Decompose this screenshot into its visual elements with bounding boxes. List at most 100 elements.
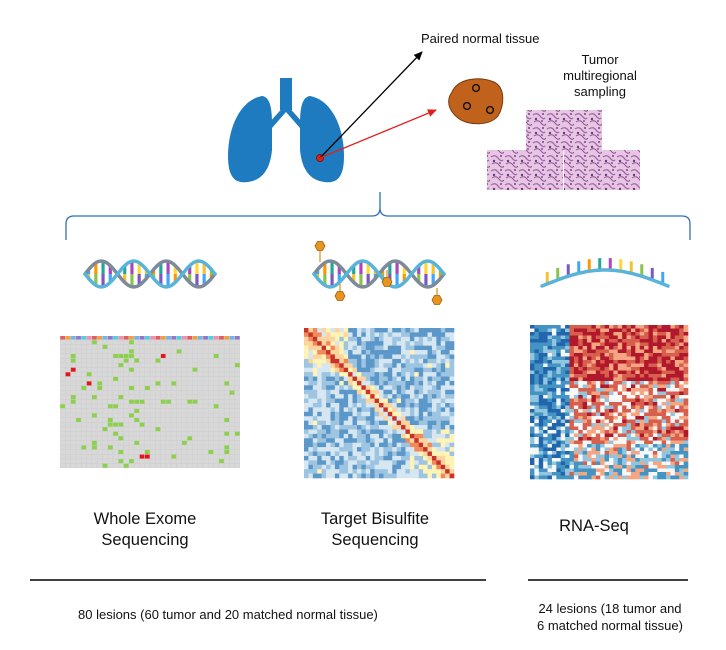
expression-cell: [613, 405, 619, 410]
expression-cell: [626, 465, 632, 469]
heatmap-cell: [440, 341, 446, 346]
heatmap-cell: [304, 345, 309, 351]
heatmap-cell: [343, 429, 349, 435]
mutation-cell: [113, 367, 118, 372]
mutation-cell: [65, 459, 71, 464]
mutation-cell: [76, 344, 81, 349]
expression-cell: [578, 472, 583, 476]
heatmap-cell: [334, 407, 340, 413]
expression-cell: [657, 328, 662, 333]
expression-cell: [617, 332, 623, 336]
heatmap-cell: [339, 376, 345, 382]
sample-annotation-cell: [171, 336, 177, 340]
mutation-cell: [76, 372, 81, 377]
mutation-cell: [192, 408, 198, 413]
mutation-cell: [235, 340, 240, 345]
expression-cell: [626, 332, 632, 336]
mutation-cell: [76, 404, 81, 409]
heatmap-cell: [348, 411, 353, 417]
expression-cell: [591, 419, 597, 424]
expression-cell: [622, 472, 627, 476]
expression-cell: [560, 346, 566, 350]
mutation-cell: [102, 395, 108, 400]
heatmap-cell: [440, 332, 446, 338]
heatmap-cell: [330, 394, 336, 399]
mutation-cell: [203, 427, 208, 432]
heatmap-cell: [392, 385, 397, 391]
expression-cell: [573, 433, 579, 438]
expression-cell: [591, 409, 597, 413]
heatmap-cell: [339, 420, 345, 426]
heatmap-cell: [365, 447, 371, 452]
expression-cell: [587, 402, 592, 406]
mutation-cell: [70, 395, 76, 400]
heatmap-cell: [445, 416, 450, 421]
expression-cell: [661, 384, 667, 389]
expression-cell: [630, 419, 636, 424]
mutation-cell: [192, 386, 198, 390]
heatmap-cell: [361, 380, 367, 386]
expression-cell: [648, 468, 654, 473]
expression-cell: [657, 416, 662, 420]
heatmap-cell: [374, 438, 380, 444]
heatmap-cell: [361, 429, 367, 435]
mutation-cell: [60, 459, 65, 464]
mutation-cell: [160, 386, 166, 390]
mutation-cell: [187, 459, 193, 464]
mutation-cell: [176, 440, 182, 445]
mutation-cell: [65, 363, 71, 368]
heatmap-cell: [374, 429, 380, 435]
mutation-cell: [60, 399, 65, 404]
mutation-cell: [60, 390, 65, 395]
heatmap-cell: [405, 438, 411, 444]
expression-cell: [609, 440, 614, 445]
heatmap-cell: [326, 460, 331, 466]
expression-cell: [551, 377, 557, 382]
expression-cell: [617, 454, 623, 459]
expression-cell: [595, 346, 601, 350]
expression-cell: [569, 356, 575, 361]
mutation-cell: [166, 463, 171, 468]
heatmap-cell: [414, 363, 420, 369]
mutation-cell: [60, 386, 65, 390]
expression-cell: [674, 409, 680, 413]
heatmap-cell: [392, 425, 397, 430]
heatmap-cell: [308, 438, 314, 444]
expression-cell: [560, 416, 566, 420]
expression-cell: [683, 367, 689, 371]
heatmap-cell: [343, 442, 349, 448]
mutation-cell: [235, 422, 240, 427]
expression-cell: [639, 447, 645, 452]
expression-cell: [543, 360, 548, 364]
heatmap-cell: [396, 358, 402, 364]
heatmap-cell: [445, 438, 450, 444]
heatmap-cell: [326, 438, 331, 444]
heatmap-cell: [392, 376, 397, 382]
heatmap-cell: [418, 447, 424, 452]
expression-cell: [569, 468, 575, 473]
expression-cell: [626, 346, 632, 350]
sample-annotation-cell: [97, 336, 103, 340]
heatmap-cell: [418, 350, 424, 355]
mutation-cell: [102, 422, 108, 427]
heatmap-cell: [321, 460, 327, 466]
heatmap-cell: [348, 367, 353, 373]
heatmap-cell: [356, 429, 362, 435]
mutation-cell: [176, 399, 182, 404]
expression-cell: [600, 395, 605, 399]
heatmap-cell: [312, 433, 318, 439]
mutation-cell: [113, 390, 118, 395]
expression-cell: [670, 472, 676, 476]
expression-cell: [569, 433, 575, 438]
heatmap-cell: [365, 372, 371, 377]
heatmap-cell: [321, 385, 327, 391]
expression-cell: [530, 461, 535, 466]
mutation-cell: [118, 422, 124, 427]
heatmap-cell: [356, 473, 362, 479]
mutation-cell: [70, 463, 76, 468]
expression-cell: [670, 325, 676, 329]
expression-cell: [595, 412, 601, 417]
expression-cell: [609, 346, 614, 350]
expression-cell: [644, 416, 649, 420]
mutation-cell: [145, 463, 150, 468]
